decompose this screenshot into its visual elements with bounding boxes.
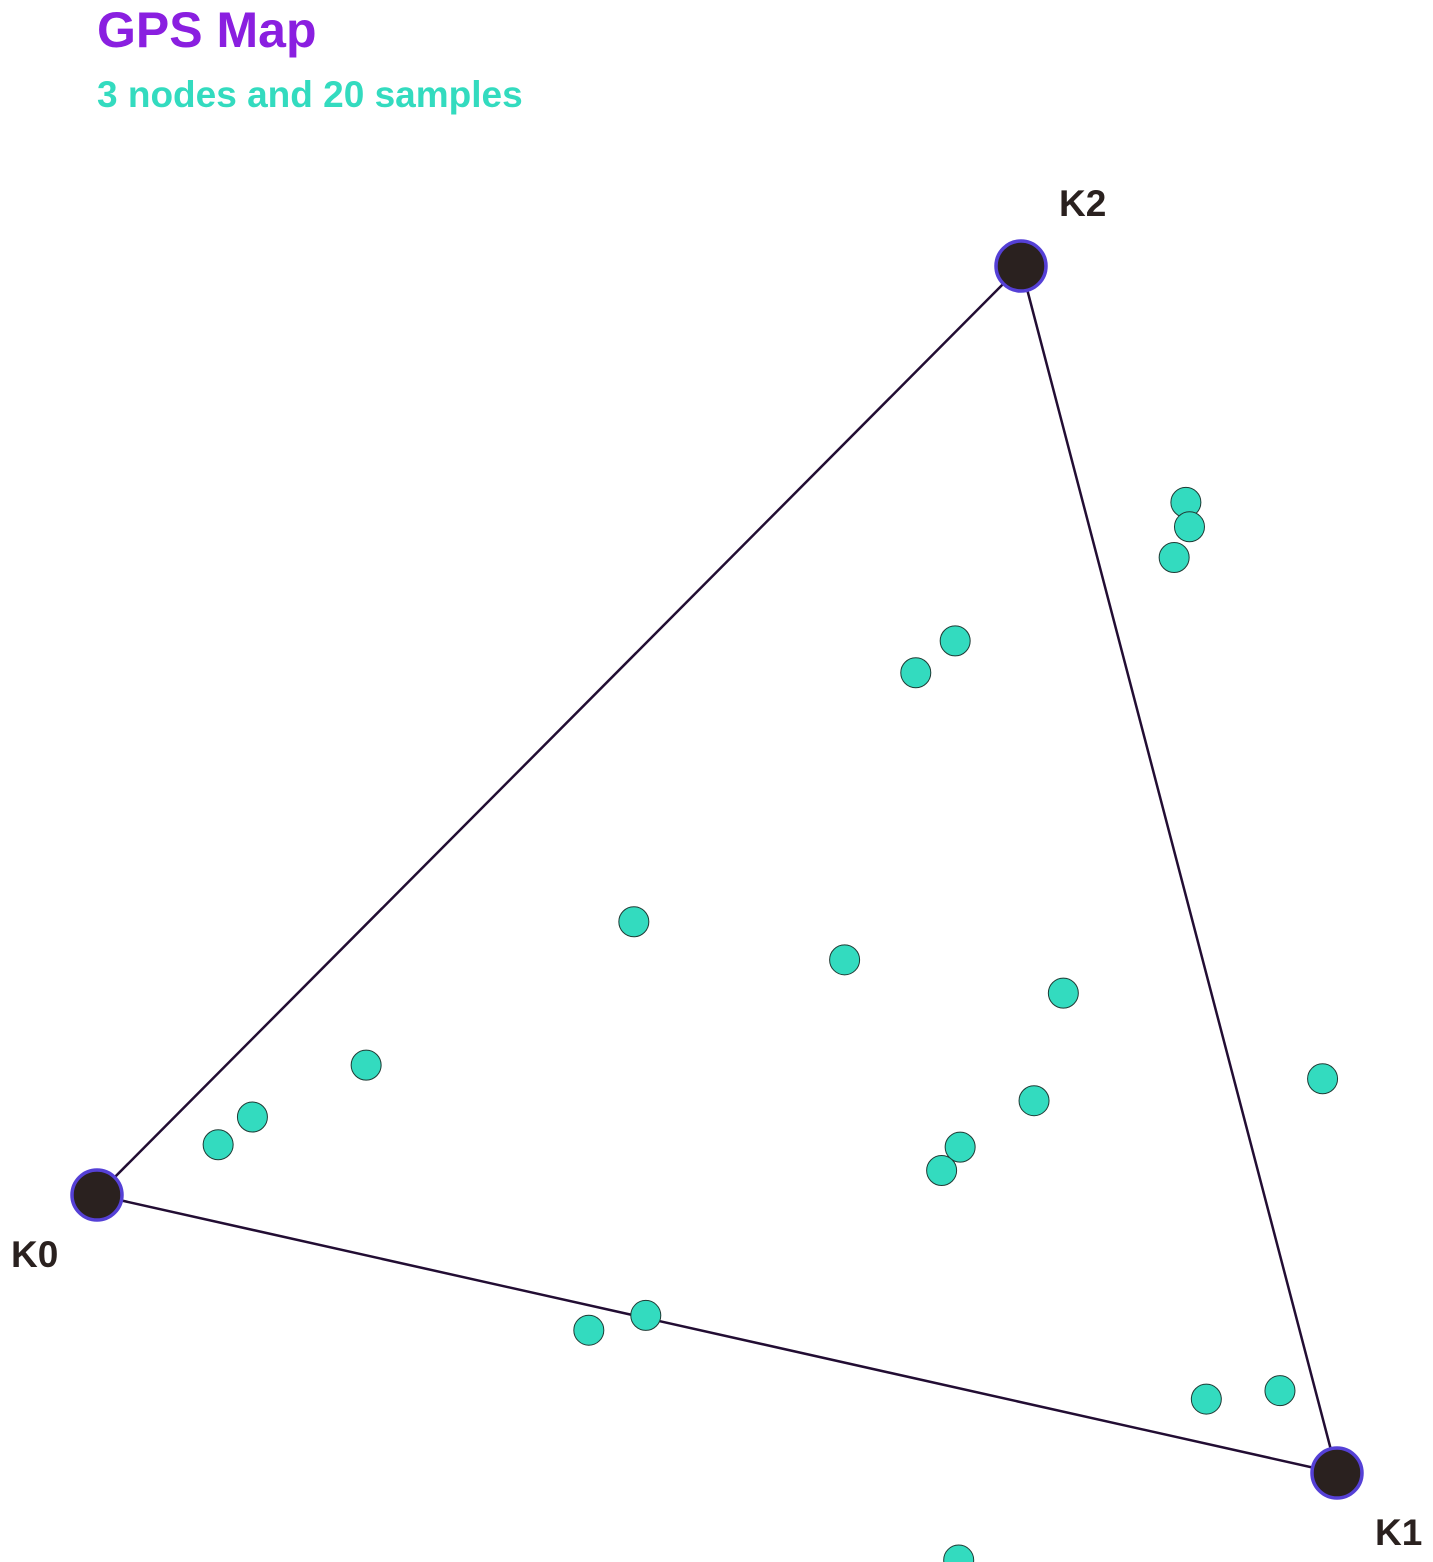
sample-point [943, 1544, 975, 1562]
node-k0 [70, 1168, 124, 1222]
sample-point [573, 1314, 605, 1346]
edges-layer [96, 265, 1339, 1475]
chart-subtitle: 3 nodes and 20 samples [97, 74, 523, 115]
node-k1 [1310, 1446, 1364, 1500]
sample-point [926, 1155, 958, 1187]
samples-layer [202, 486, 1339, 1562]
sample-point [1173, 511, 1205, 543]
sample-point [630, 1299, 662, 1331]
sample-point [1307, 1063, 1339, 1095]
sample-point [1190, 1383, 1222, 1415]
sample-point [1158, 541, 1190, 573]
edge-k1-k2 [1019, 265, 1339, 1474]
node-label-k0: K0 [11, 1234, 58, 1275]
node-label-k1: K1 [1375, 1512, 1422, 1553]
sample-point [618, 906, 650, 938]
nodes-layer [70, 239, 1364, 1500]
sample-point [202, 1129, 234, 1161]
sample-point [1018, 1085, 1050, 1117]
sample-point [939, 625, 971, 657]
chart-title: GPS Map [97, 2, 317, 58]
node-label-k2: K2 [1059, 183, 1106, 224]
sample-point [1264, 1375, 1296, 1407]
sample-point [350, 1049, 382, 1081]
sample-point [829, 944, 861, 976]
sample-point [944, 1131, 976, 1163]
sample-point [1047, 977, 1079, 1009]
sample-point [236, 1101, 268, 1133]
edge-k0-k1 [96, 1193, 1338, 1475]
node-k2 [994, 239, 1048, 293]
edge-k2-k0 [96, 265, 1022, 1196]
sample-point [900, 657, 932, 689]
